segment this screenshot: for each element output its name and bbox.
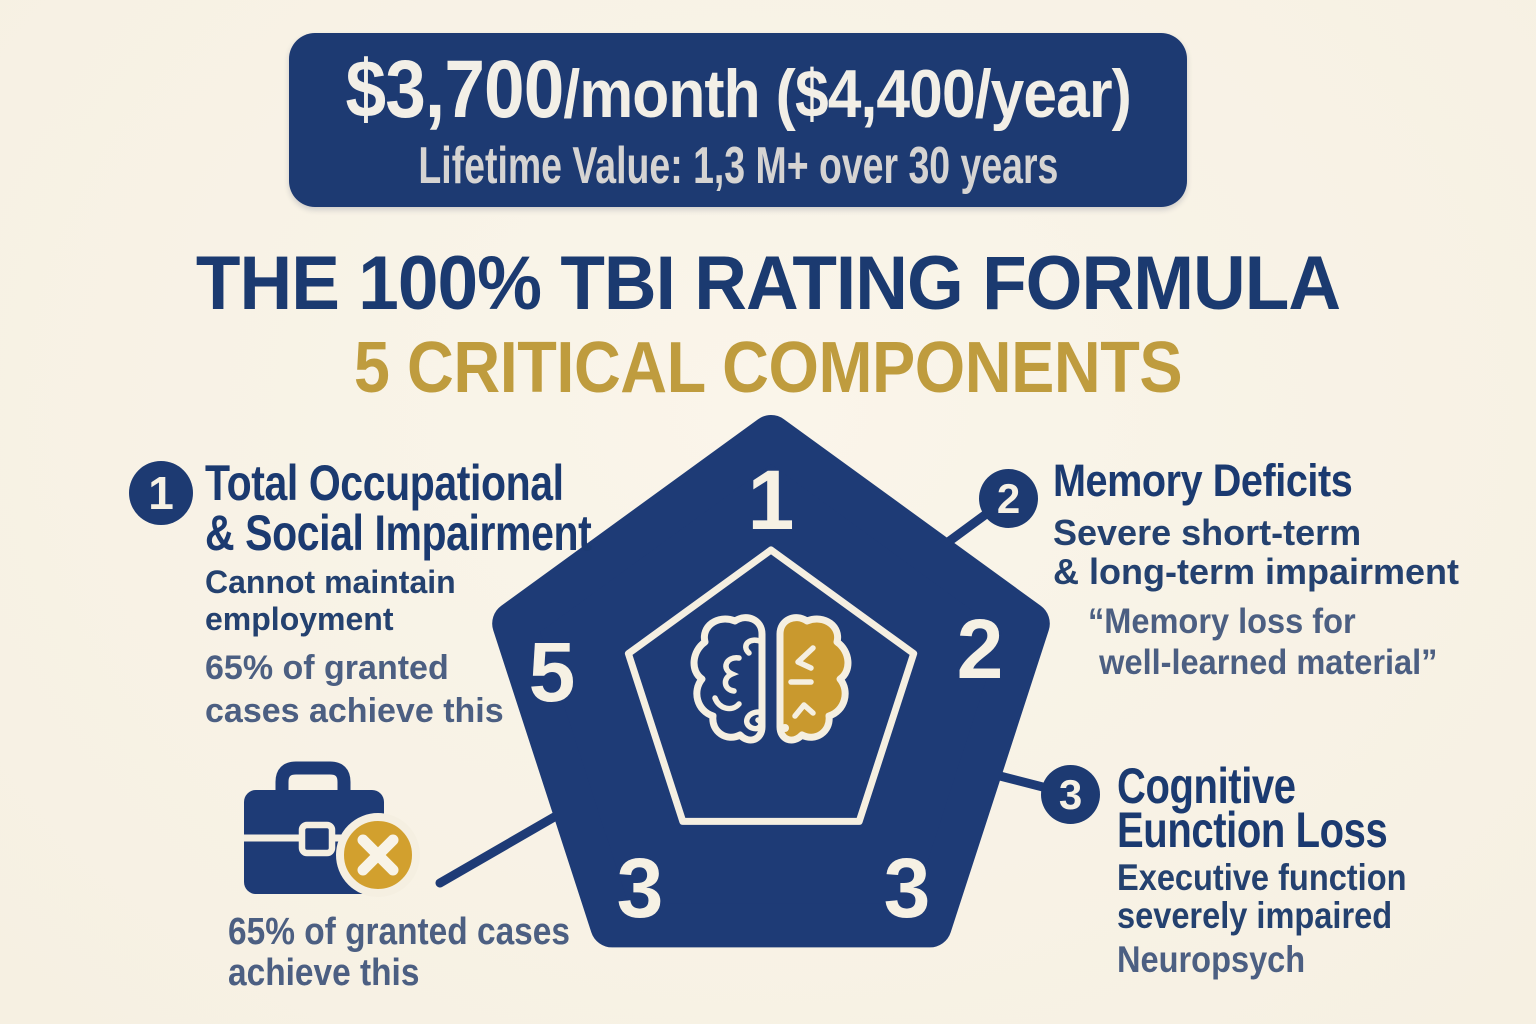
inner-pentagon-outline <box>624 546 918 825</box>
x-mark-icon <box>357 834 399 876</box>
briefcase-caption-line-1: 65% of granted cases <box>228 911 570 953</box>
item-3-title: Cognitive Eunction Loss <box>1117 758 1388 858</box>
item-3-subtitle: Executive function severely impaired <box>1117 859 1406 935</box>
pentagon-shape <box>492 415 1050 948</box>
lifetime-value-line: Lifetime Value: 1,3 M+ over 30 years <box>418 136 1058 195</box>
page-title: THE 100% TBI RATING FORMULA <box>195 241 1341 326</box>
item-3-subtitle-line-2: severely impaired <box>1117 895 1393 936</box>
pentagon-number-right: 2 <box>956 602 1004 696</box>
brain-left-details <box>712 637 765 732</box>
item-2-subtitle-line-1: Severe short-term <box>1053 512 1362 553</box>
item-1-title-line-2: & Social Impairment <box>205 505 592 561</box>
item-2-subtitle: Severe short-term & long-term impairment <box>1053 513 1459 591</box>
item-1-badge: 1 <box>129 461 193 525</box>
item-1-subtitle-line-1: Cannot maintain <box>205 564 456 600</box>
monthly-value-line: $3,700/month ($4,400/year) <box>345 48 1131 132</box>
item-2-quote-line-1: “Memory loss for <box>1088 602 1356 641</box>
brain-right-dot <box>781 724 789 732</box>
brain-icon <box>690 614 852 744</box>
connector-to-briefcase <box>435 811 561 888</box>
monthly-amount-suffix: /month ($4,400/year) <box>563 55 1131 132</box>
briefcase-icon <box>244 761 420 897</box>
briefcase-caption: 65% of granted cases achieve this <box>228 912 570 994</box>
item-2-badge: 2 <box>979 469 1038 528</box>
item-2-title-line-1: Memory Deficits <box>1053 455 1353 506</box>
pentagon-number-bottom-left: 3 <box>616 841 664 935</box>
item-1-title: Total Occupational & Social Impairment <box>205 455 592 561</box>
item-2-subtitle-line-2: & long-term impairment <box>1053 551 1460 592</box>
item-1-title-line-1: Total Occupational <box>205 455 564 511</box>
item-2-quote-line-2: well-learned material” <box>1099 643 1438 682</box>
item-1-note: 65% of granted cases achieve this <box>205 647 504 733</box>
item-3-title-line-1: Cognitive <box>1117 758 1296 814</box>
item-1-subtitle: Cannot maintain employment <box>205 564 456 638</box>
monthly-amount: $3,700 <box>345 43 564 135</box>
item-3-note: Neuropsych <box>1117 941 1305 979</box>
item-3-note-line-1: Neuropsych <box>1117 939 1306 980</box>
value-banner: $3,700/month ($4,400/year) Lifetime Valu… <box>289 33 1187 207</box>
pentagon-number-top: 1 <box>747 453 795 547</box>
item-1-note-line-2: cases achieve this <box>205 692 504 730</box>
item-1-note-line-1: 65% of granted <box>205 649 449 687</box>
brain-right-details <box>788 645 816 719</box>
page-subtitle: 5 CRITICAL COMPONENTS <box>353 328 1183 408</box>
item-2-title: Memory Deficits <box>1053 455 1353 506</box>
pentagon-number-bottom-right: 3 <box>883 841 931 935</box>
briefcase-handle <box>275 761 351 805</box>
pentagon-number-left: 5 <box>528 625 576 719</box>
item-3-badge: 3 <box>1041 765 1100 824</box>
item-2-quote: “Memory loss for well-learned material” <box>1088 601 1437 683</box>
briefcase-buckle <box>298 821 336 857</box>
briefcase-caption-line-2: achieve this <box>228 952 420 994</box>
item-1-subtitle-line-2: employment <box>205 601 394 637</box>
item-3-subtitle-line-1: Executive function <box>1117 857 1407 898</box>
item-3-title-line-2: Eunction Loss <box>1117 802 1388 858</box>
